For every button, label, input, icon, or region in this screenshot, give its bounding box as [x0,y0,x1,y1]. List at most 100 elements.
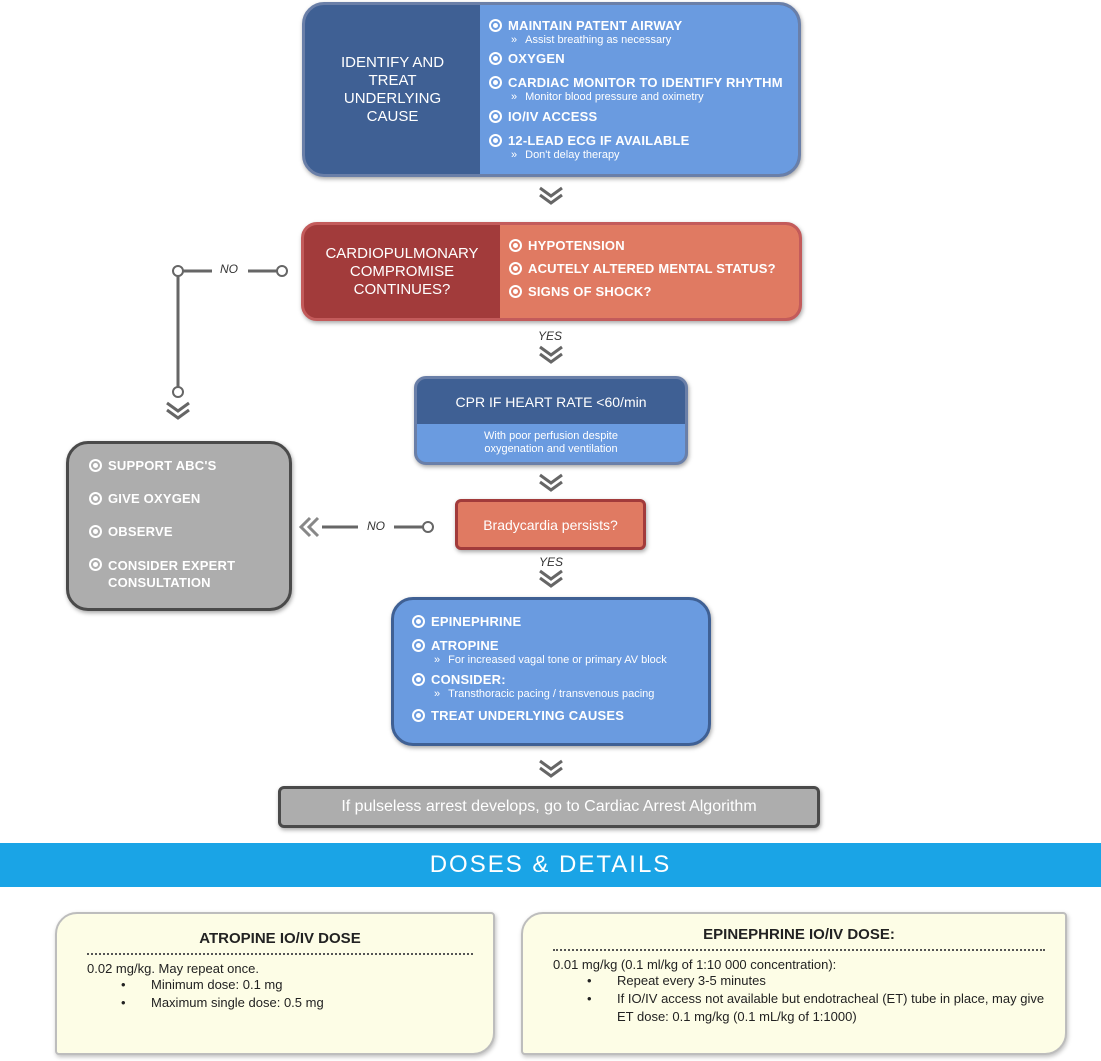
item-label: TREAT UNDERLYING CAUSES [431,708,625,723]
list-item: Repeat every 3-5 minutes [553,972,1045,990]
list-subitem: » Transthoracic pacing / transvenous paci… [434,688,708,700]
list-subitem: » Monitor blood pressure and oximetry [511,91,798,103]
list-item: Minimum dose: 0.1 mg [87,976,473,994]
list-item: CONSIDER: [412,672,708,687]
yes-label: YES [538,329,563,343]
double-chevron-icon: » [434,688,441,700]
item-label: MAINTAIN PATENT AIRWAY [508,18,683,33]
down-chevron-icon [539,473,563,492]
radio-bullet-icon [89,459,102,472]
radio-bullet-icon [489,110,502,123]
list-item: Maximum single dose: 0.5 mg [87,994,473,1012]
list-item: If IO/IV access not available but endotr… [553,990,1045,1026]
subitem-label: Assist breathing as necessary [525,34,672,46]
radio-bullet-icon [489,52,502,65]
subitem-label: Transthoracic pacing / transvenous pacin… [448,688,655,700]
drug-box: EPINEPHRINE ATROPINE » For increased vaga… [391,597,711,746]
radio-bullet-icon [509,262,522,275]
item-label: CONSIDER: [431,672,506,687]
radio-bullet-icon [489,19,502,32]
item-label: CONSIDER EXPERT CONSULTATION [108,558,236,590]
list-item: IO/IV ACCESS [489,109,798,124]
radio-bullet-icon [89,558,102,571]
epinephrine-dose-list: Repeat every 3-5 minutes If IO/IV access… [553,972,1045,1026]
list-item: MAINTAIN PATENT AIRWAY [489,18,798,33]
list-item: CARDIAC MONITOR TO IDENTIFY RHYTHM [489,75,798,90]
doses-details-banner: DOSES & DETAILS [0,843,1101,887]
radio-bullet-icon [412,615,425,628]
item-label: ATROPINE [431,638,499,653]
list-item: CONSIDER EXPERT CONSULTATION [89,557,289,591]
item-label: CARDIAC MONITOR TO IDENTIFY RHYTHM [508,75,783,90]
no-label-2: NO [367,519,385,533]
list-subitem: » Don't delay therapy [511,149,798,161]
divider [87,953,473,955]
down-chevron-icon [539,345,563,364]
item-label: OXYGEN [508,51,565,66]
radio-bullet-icon [412,673,425,686]
no-connector-line [172,265,288,398]
atropine-dose-card: ATROPINE IO/IV DOSE 0.02 mg/kg. May repe… [55,912,495,1055]
no-label: NO [220,262,238,276]
bradycardia-box: Bradycardia persists? [455,499,646,550]
compromise-list: HYPOTENSION ACUTELY ALTERED MENTAL STATU… [500,225,799,318]
radio-bullet-icon [489,134,502,147]
double-chevron-icon: » [511,91,518,103]
list-item: OXYGEN [489,51,798,66]
list-item: TREAT UNDERLYING CAUSES [412,708,708,723]
epinephrine-dose-title: EPINEPHRINE IO/IV DOSE: [703,926,895,943]
item-label: EPINEPHRINE [431,614,522,629]
item-label: ACUTELY ALTERED MENTAL STATUS? [528,261,776,276]
yes-label-2: YES [539,555,564,569]
subitem-label: Don't delay therapy [525,149,620,161]
radio-bullet-icon [412,709,425,722]
cpr-subtitle: With poor perfusion despite oxygenation … [417,424,685,462]
cardiac-arrest-box: If pulseless arrest develops, go to Card… [278,786,820,828]
radio-bullet-icon [489,76,502,89]
item-label: SUPPORT ABC'S [108,458,217,473]
double-chevron-icon: » [511,149,518,161]
divider [553,949,1045,951]
atropine-dose-title: ATROPINE IO/IV DOSE [199,930,361,947]
list-item: SUPPORT ABC'S [89,458,289,473]
identify-treat-title: IDENTIFY AND TREAT UNDERLYING CAUSE [340,53,445,125]
subitem-label: Monitor blood pressure and oximetry [525,91,704,103]
list-item: OBSERVE [89,524,289,539]
identify-treat-box: IDENTIFY AND TREAT UNDERLYING CAUSE MAIN… [302,2,801,177]
subitem-label: For increased vagal tone or primary AV b… [448,654,667,666]
cpr-title: CPR IF HEART RATE <60/min [455,393,647,410]
item-label: OBSERVE [108,524,173,539]
down-chevron-icon [166,401,190,420]
list-item: EPINEPHRINE [412,614,708,629]
double-chevron-icon: » [511,34,518,46]
radio-bullet-icon [412,639,425,652]
item-label: SIGNS OF SHOCK? [528,284,652,299]
radio-bullet-icon [509,239,522,252]
list-item: HYPOTENSION [509,238,799,253]
list-item: SIGNS OF SHOCK? [509,284,799,299]
compromise-title: CARDIOPULMONARY COMPROMISE CONTINUES? [325,244,479,298]
atropine-dose-intro: 0.02 mg/kg. May repeat once. [87,961,259,976]
radio-bullet-icon [509,285,522,298]
epinephrine-dose-intro: 0.01 mg/kg (0.1 ml/kg of 1:10 000 concen… [553,957,837,972]
item-label: HYPOTENSION [528,238,625,253]
list-item: ACUTELY ALTERED MENTAL STATUS? [509,261,799,276]
atropine-dose-list: Minimum dose: 0.1 mg Maximum single dose… [87,976,473,1012]
list-subitem: » Assist breathing as necessary [511,34,798,46]
epinephrine-dose-card: EPINEPHRINE IO/IV DOSE: 0.01 mg/kg (0.1 … [521,912,1067,1055]
list-item: ATROPINE [412,638,708,653]
radio-bullet-icon [89,492,102,505]
compromise-box: CARDIOPULMONARY COMPROMISE CONTINUES? HY… [301,222,802,321]
item-label: IO/IV ACCESS [508,109,598,124]
radio-bullet-icon [89,525,102,538]
no-connector-line-2 [298,516,434,538]
item-label: 12-LEAD ECG IF AVAILABLE [508,133,690,148]
down-chevron-icon [539,569,563,588]
double-chevron-icon: » [434,654,441,666]
list-subitem: » For increased vagal tone or primary AV … [434,654,708,666]
support-box: SUPPORT ABC'S GIVE OXYGEN OBSERVE CONSID… [66,441,292,611]
down-chevron-icon [539,759,563,778]
cpr-box: CPR IF HEART RATE <60/min With poor perf… [414,376,688,465]
item-label: GIVE OXYGEN [108,491,201,506]
identify-treat-list: MAINTAIN PATENT AIRWAY » Assist breathing… [480,5,798,174]
